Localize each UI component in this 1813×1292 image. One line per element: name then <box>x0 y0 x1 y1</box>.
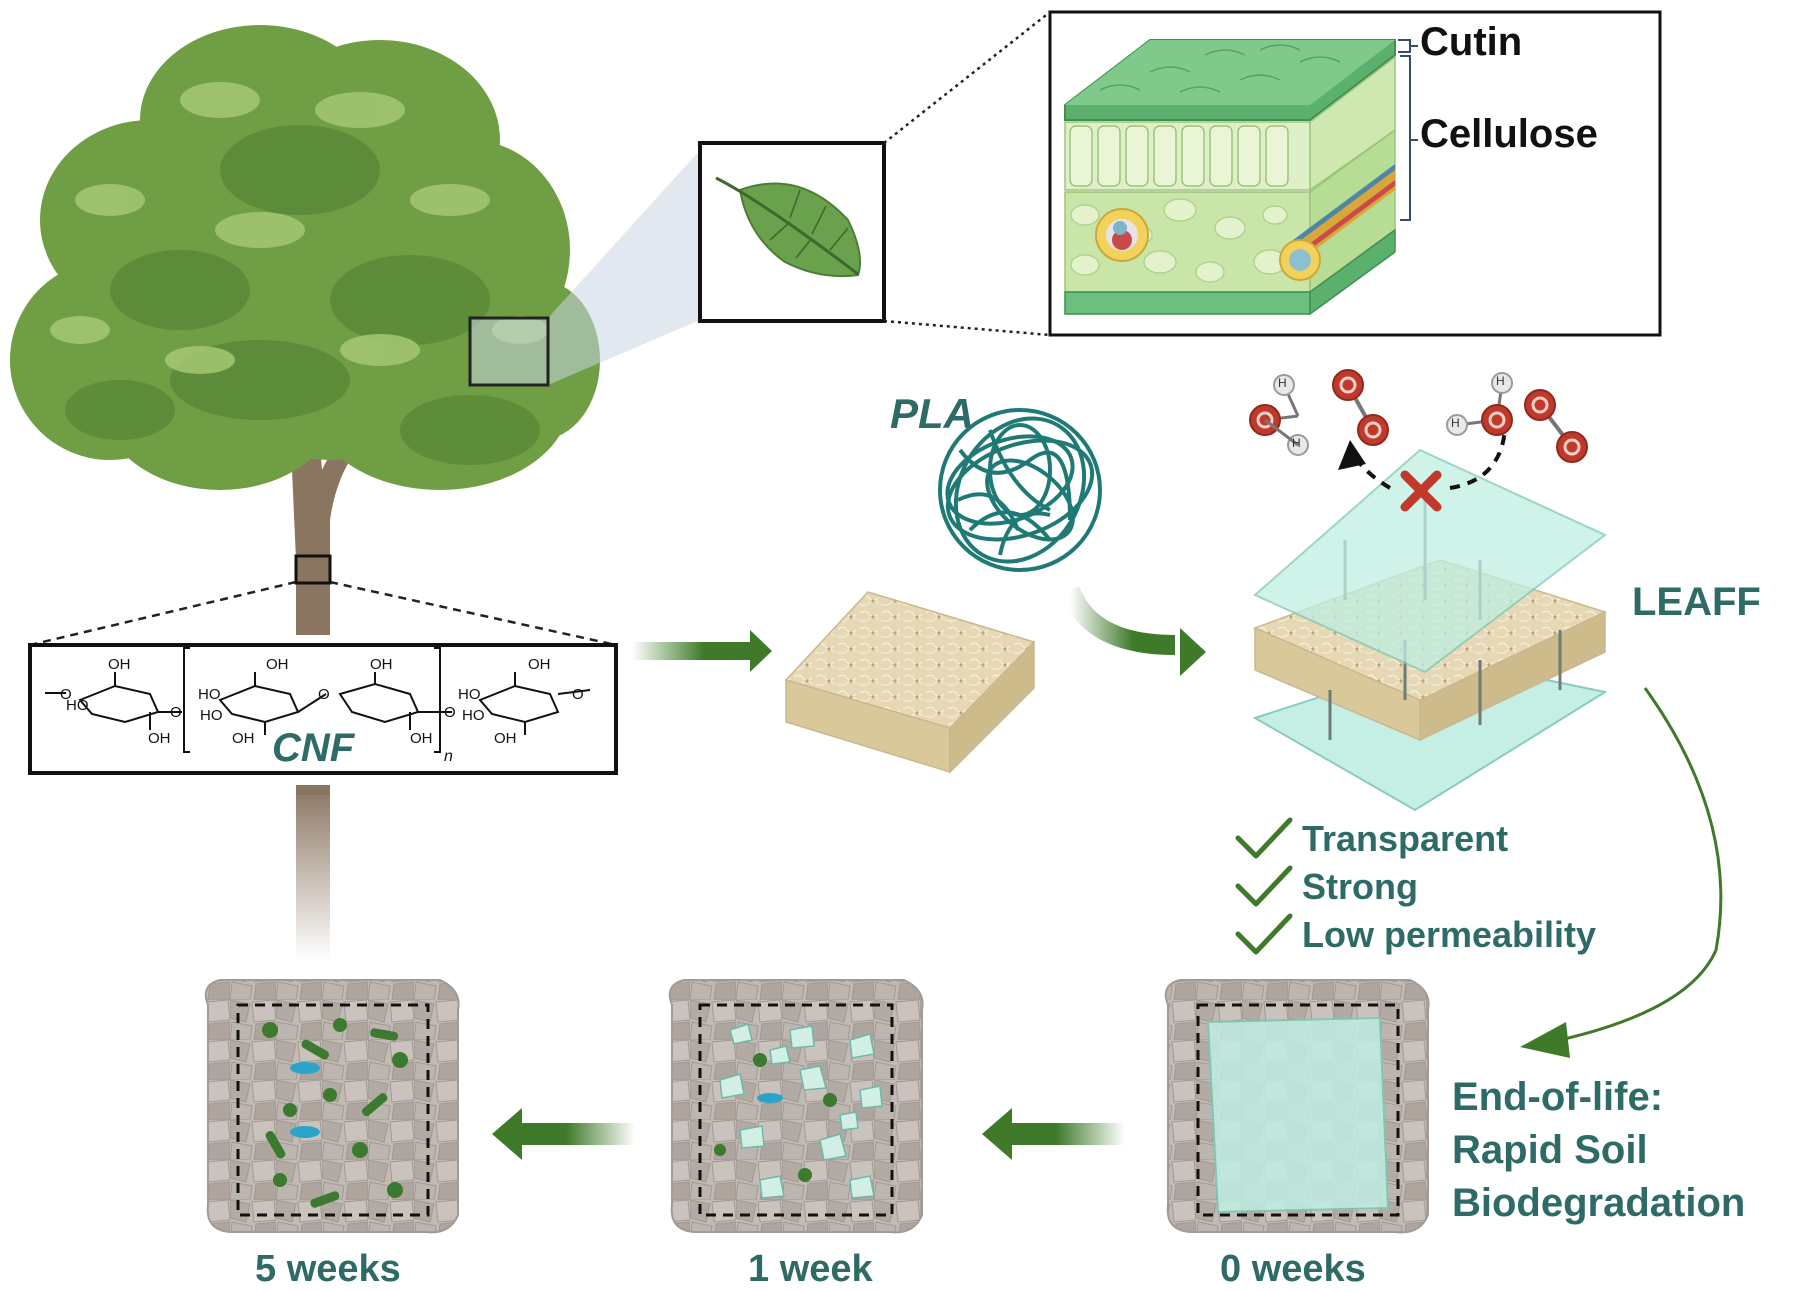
oxygen-molecule-icon <box>1523 388 1589 464</box>
chem-ho-label: HO <box>462 707 485 724</box>
check-icon <box>1235 865 1293 907</box>
chem-o-label: O <box>170 704 182 721</box>
leaf-cross-section-icon <box>1048 10 1662 337</box>
cnf-label: CNF <box>272 726 355 770</box>
chem-o-label: O <box>60 686 72 703</box>
water-molecule-icon <box>1446 372 1514 437</box>
check-icon <box>1235 913 1293 955</box>
leaff-label: LEAFF <box>1632 580 1761 624</box>
pla-label: PLA <box>890 390 974 437</box>
chem-oh-label: OH <box>148 730 171 747</box>
tree-icon <box>10 25 600 960</box>
pla-coil-icon <box>938 408 1102 572</box>
soil-panel-5-weeks <box>204 979 460 1234</box>
chem-o-label: O <box>572 686 584 703</box>
check-icon <box>1235 817 1293 859</box>
cnf-foam-block-icon <box>784 591 1036 774</box>
arrow-cnf-to-foam <box>632 630 772 672</box>
chem-ho-label: HO <box>198 686 221 703</box>
microbe-icon <box>262 1018 408 1208</box>
stage-label-1-week: 1 week <box>748 1248 873 1290</box>
chem-oh-label: OH <box>494 730 517 747</box>
chem-ho-label: HO <box>66 697 89 714</box>
end-of-life-line3: Biodegradation <box>1452 1181 1746 1225</box>
permeation-blocked-icon <box>1338 429 1507 512</box>
tree-zoom-box <box>468 316 550 387</box>
stage-label-0-weeks: 0 weeks <box>1220 1248 1366 1290</box>
atom-h-label: H <box>1278 376 1287 390</box>
soil-panel-1-week <box>668 979 924 1234</box>
chem-oh-label: OH <box>266 656 289 673</box>
chem-ho-label: HO <box>458 686 481 703</box>
leaf-icon <box>715 176 861 278</box>
arrow-0w-to-1w <box>982 1108 1125 1160</box>
property-strong: Strong <box>1302 866 1418 907</box>
leaff-film-icon <box>1206 1016 1390 1214</box>
trunk-zoom-box <box>294 554 332 585</box>
chem-o-label: O <box>318 686 330 703</box>
chem-oh-label: OH <box>370 656 393 673</box>
stage-label-5-weeks: 5 weeks <box>255 1248 401 1290</box>
arrow-1w-to-5w <box>492 1108 635 1160</box>
cnf-structure-box <box>28 643 618 775</box>
cutin-label: Cutin <box>1420 20 1523 64</box>
chem-oh-label: OH <box>232 730 255 747</box>
chem-oh-label: OH <box>528 656 551 673</box>
chem-o-label: O <box>444 704 456 721</box>
repeat-subscript-n: n <box>444 748 453 765</box>
arrow-leaff-to-soil <box>1520 687 1723 1058</box>
chem-oh-label: OH <box>410 730 433 747</box>
soil-panel-0-weeks <box>1164 979 1430 1234</box>
property-transparent: Transparent <box>1302 818 1509 859</box>
zoom-cone <box>470 150 700 385</box>
water-molecule-icon <box>1248 374 1309 456</box>
leaff-stack-icon <box>1252 448 1608 812</box>
cellulose-label: Cellulose <box>1420 112 1598 156</box>
cross-icon <box>1400 470 1442 512</box>
atom-h-label: H <box>1292 436 1301 450</box>
property-low-permeability: Low permeability <box>1302 914 1597 955</box>
chem-oh-label: OH <box>108 656 131 673</box>
atom-h-label: H <box>1496 374 1505 388</box>
oxygen-molecule-icon <box>1331 368 1390 447</box>
atom-h-label: H <box>1451 416 1460 430</box>
end-of-life-line2: Rapid Soil <box>1452 1128 1648 1172</box>
end-of-life-line1: End-of-life: <box>1452 1075 1664 1119</box>
leaf-box <box>698 141 886 323</box>
chem-ho-label: HO <box>200 707 223 724</box>
arrow-foam-to-leaff <box>1060 586 1206 676</box>
